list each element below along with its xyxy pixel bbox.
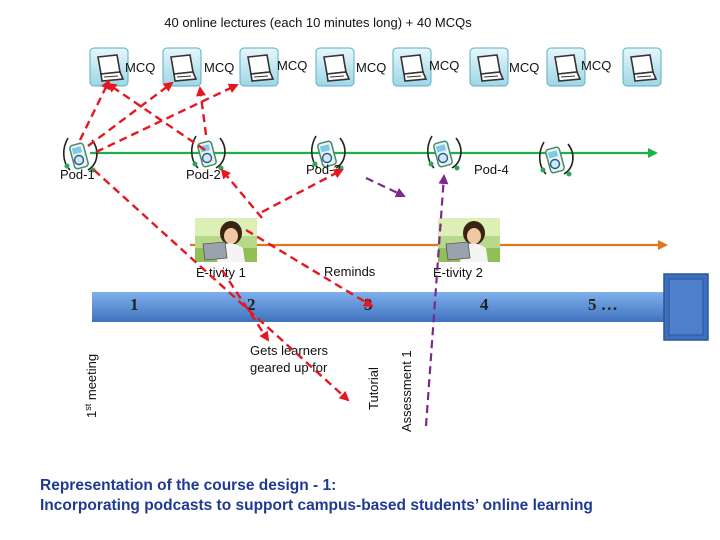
mcq-label: MCQ bbox=[125, 60, 155, 75]
mcq-laptop-icon bbox=[392, 47, 432, 87]
week-5-label: 5 … bbox=[588, 295, 618, 314]
mcq-label: MCQ bbox=[509, 60, 539, 75]
pod-2-label: Pod-2 bbox=[186, 167, 221, 182]
mcq-label: MCQ bbox=[581, 58, 611, 73]
mcq-laptop-icon bbox=[89, 47, 129, 87]
etivity-1-student-photo bbox=[194, 217, 258, 263]
mcq-label: MCQ bbox=[277, 58, 307, 73]
etivity-2-student-photo bbox=[437, 217, 501, 263]
pod-extra-ipod-icon bbox=[538, 141, 574, 178]
week-timeline-bar bbox=[92, 292, 664, 322]
red-dashed-arrows bbox=[78, 79, 374, 402]
caption-line-2: Incorporating podcasts to support campus… bbox=[40, 497, 593, 514]
diagram-title: 40 online lectures (each 10 minutes long… bbox=[164, 15, 472, 30]
caption-line-1: Representation of the course design - 1: bbox=[40, 477, 337, 494]
mcq-laptop-icon bbox=[469, 47, 509, 87]
mcq-laptop-icon bbox=[239, 47, 279, 87]
pod-3-label: Pod-3 bbox=[306, 162, 341, 177]
mcq-label: MCQ bbox=[204, 60, 234, 75]
mcq-laptop-icon bbox=[546, 47, 586, 87]
mcq-laptop-icon bbox=[162, 47, 202, 87]
etivity-2-label: E-tivity 2 bbox=[433, 265, 483, 280]
pod-4-label: Pod-4 bbox=[474, 162, 509, 177]
week-1-label: 1 bbox=[130, 295, 139, 314]
first-meeting-label: 1st meeting bbox=[83, 354, 99, 418]
tutorial-label: Tutorial bbox=[366, 367, 381, 410]
diagram-caption: Representation of the course design - 1:… bbox=[40, 476, 710, 516]
mcq-laptop-icon bbox=[315, 47, 355, 87]
reminds-label: Reminds bbox=[324, 264, 376, 279]
pod-1-label: Pod-1 bbox=[60, 167, 95, 182]
week-4-label: 4 bbox=[480, 295, 489, 314]
assessment-label: Assessment 1 bbox=[399, 350, 414, 432]
week-2-label: 2 bbox=[247, 295, 256, 314]
mcq-label: MCQ bbox=[429, 58, 459, 73]
purple-dashed-arrows bbox=[365, 174, 449, 427]
mcq-laptop-icon bbox=[622, 47, 662, 87]
etivity-1-label: E-tivity 1 bbox=[196, 265, 246, 280]
mcq-label: MCQ bbox=[356, 60, 386, 75]
